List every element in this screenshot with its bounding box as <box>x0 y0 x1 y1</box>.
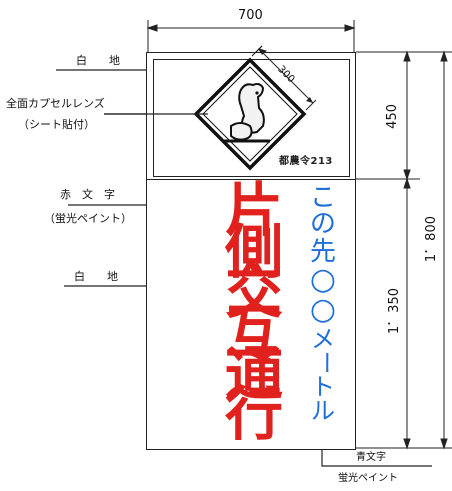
blue-char-6: メ <box>311 325 335 353</box>
red-char-6: 行 <box>224 380 283 448</box>
sign-panel-divider <box>146 179 356 180</box>
blue-char-5: ○ <box>309 292 337 327</box>
fluorescent-paint-label: （蛍光ペイント） <box>44 212 132 225</box>
blue-char-1: こ <box>309 183 336 213</box>
width-dimension-label: 700 <box>238 8 263 23</box>
lower-height-label: 1．350 <box>387 288 402 335</box>
red-char-4: 互 <box>224 298 283 366</box>
sheet-attached-label: （シート貼付） <box>18 118 95 131</box>
blue-char-8: ト <box>311 373 335 401</box>
blue-fluorescent-paint-label: 蛍光ペイント <box>338 473 398 484</box>
red-char-5: 通 <box>224 340 283 408</box>
white-ground-top-label: 白 地 <box>76 54 120 67</box>
blue-char-4: ○ <box>309 262 337 297</box>
blue-char-3: 先 <box>309 237 336 267</box>
white-ground-bottom-label: 白 地 <box>74 270 118 283</box>
blue-char-7: ー <box>311 351 339 375</box>
red-char-1: 片 <box>224 176 283 244</box>
width-dimension-line <box>146 20 356 52</box>
blue-char-2: の <box>309 209 336 239</box>
total-height-label: 1．800 <box>424 216 439 263</box>
red-text-label: 赤 文 字 <box>60 188 115 201</box>
red-char-2: 側 <box>224 218 283 286</box>
blue-text-label: 青文字 <box>356 452 386 463</box>
sign-code: 都農令213 <box>279 156 333 167</box>
blue-char-9: ル <box>311 397 335 425</box>
capsule-lens-label: 全面カプセルレンズ <box>6 97 105 110</box>
height-dimension-lines <box>356 50 452 450</box>
red-char-3: 交 <box>224 258 283 326</box>
upper-height-label: 450 <box>385 104 400 129</box>
